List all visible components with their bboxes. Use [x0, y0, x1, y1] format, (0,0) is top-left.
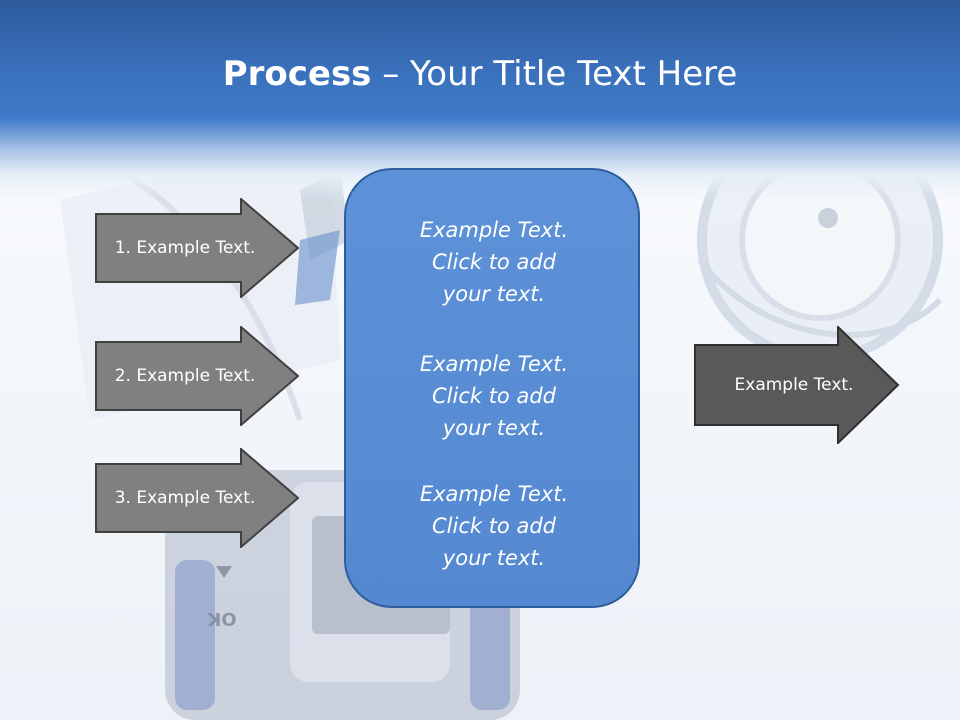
title-bold: Process	[222, 54, 372, 94]
arrow-shape	[95, 326, 299, 426]
step-arrow-3[interactable]: 3. Example Text.	[95, 448, 299, 548]
panel-line: Example Text.	[419, 352, 569, 376]
panel-line: Click to add	[431, 384, 556, 408]
arrow-shape	[694, 324, 900, 446]
panel-text-block-3[interactable]: Example Text. Click to add your text.	[346, 478, 642, 574]
header-band	[0, 0, 960, 200]
step-arrow-1[interactable]: 1. Example Text.	[95, 198, 299, 298]
slide-title[interactable]: Process – Your Title Text Here	[0, 50, 960, 98]
output-arrow[interactable]: Example Text.	[694, 324, 900, 446]
output-arrow-label: Example Text.	[734, 375, 854, 395]
panel-text-block-1[interactable]: Example Text. Click to add your text.	[346, 214, 642, 310]
arrow-shape	[95, 448, 299, 548]
step-arrow-label: 1. Example Text.	[114, 238, 256, 258]
step-arrow-label: 3. Example Text.	[114, 488, 256, 508]
panel-line: Click to add	[431, 250, 556, 274]
panel-line: your text.	[442, 282, 546, 306]
panel-line: Click to add	[431, 514, 556, 538]
panel-line: your text.	[442, 546, 546, 570]
panel-line: Example Text.	[419, 218, 569, 242]
arrow-shape	[95, 198, 299, 298]
device-ok-label: OK	[206, 608, 236, 629]
step-arrow-2[interactable]: 2. Example Text.	[95, 326, 299, 426]
panel-line: Example Text.	[419, 482, 569, 506]
panel-line: your text.	[442, 416, 546, 440]
panel-text-block-2[interactable]: Example Text. Click to add your text.	[346, 348, 642, 444]
title-rest: – Your Title Text Here	[371, 54, 738, 94]
process-panel[interactable]: Example Text. Click to add your text. Ex…	[344, 168, 640, 608]
step-arrow-label: 2. Example Text.	[114, 366, 256, 386]
